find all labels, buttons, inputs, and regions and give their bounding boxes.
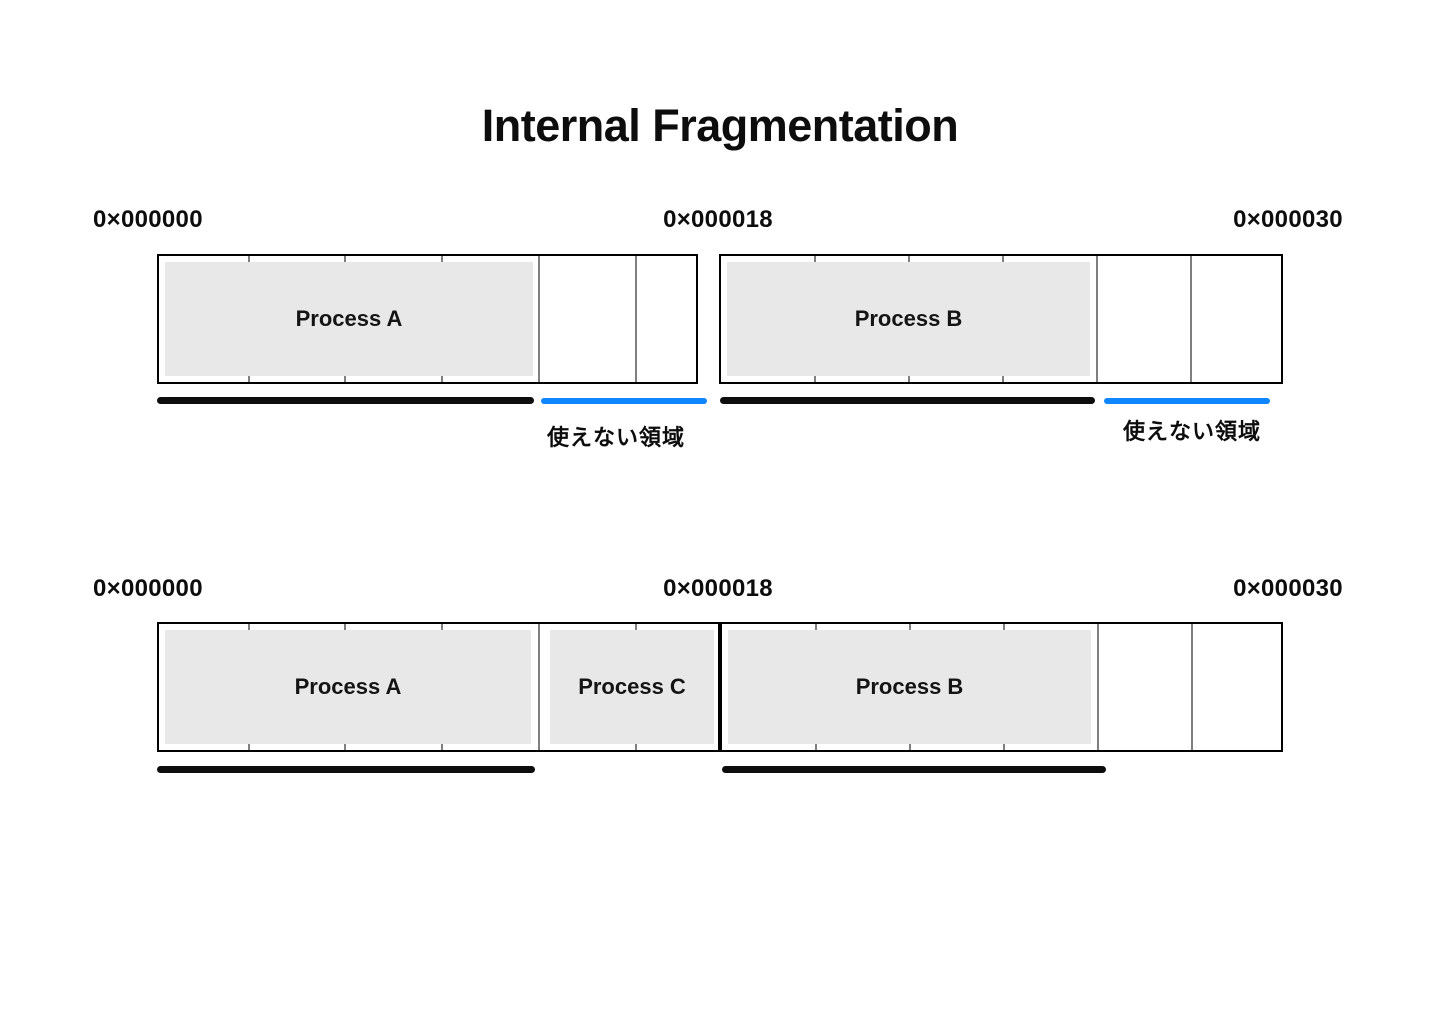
- address-label-mid: 0×000018: [663, 206, 773, 233]
- process-b-label: Process B: [854, 306, 963, 331]
- allocated-extent-line-a: [157, 766, 535, 773]
- process-b-box: Process B: [727, 262, 1090, 376]
- unusable-extent-line-left: [541, 398, 707, 404]
- cell-divider: [1096, 256, 1098, 382]
- process-a-label: Process A: [295, 306, 403, 331]
- address-label-end: 0×000030: [1233, 575, 1343, 602]
- process-a-box: Process A: [165, 630, 531, 744]
- unusable-area-label-left: 使えない領域: [546, 425, 686, 450]
- cell-divider: [538, 624, 540, 750]
- process-c-box: Process C: [550, 630, 714, 744]
- unusable-area-label-right: 使えない領域: [1122, 419, 1262, 444]
- address-label-start: 0×000000: [93, 575, 203, 602]
- cell-divider: [1190, 256, 1192, 382]
- allocated-extent-line-a: [157, 397, 534, 404]
- process-a-box: Process A: [165, 262, 533, 376]
- process-a-label: Process A: [294, 674, 402, 699]
- memory-block-after-right: Process B: [720, 622, 1283, 752]
- page-title: Internal Fragmentation: [481, 100, 959, 151]
- cell-divider: [538, 256, 540, 382]
- address-label-start: 0×000000: [93, 206, 203, 233]
- cell-divider: [1097, 624, 1099, 750]
- memory-block-after-left: Process A Process C: [157, 622, 720, 752]
- allocated-extent-line-b: [720, 397, 1095, 404]
- allocated-extent-line-b: [722, 766, 1106, 773]
- unusable-extent-line-right: [1104, 398, 1270, 404]
- cell-divider: [1191, 624, 1193, 750]
- memory-block-before-left: Process A: [157, 254, 698, 384]
- process-c-label: Process C: [578, 674, 686, 699]
- memory-block-before-right: Process B: [719, 254, 1283, 384]
- address-label-mid: 0×000018: [663, 575, 773, 602]
- cell-divider: [635, 256, 637, 382]
- address-label-end: 0×000030: [1233, 206, 1343, 233]
- process-b-box: Process B: [728, 630, 1091, 744]
- process-b-label: Process B: [855, 674, 964, 699]
